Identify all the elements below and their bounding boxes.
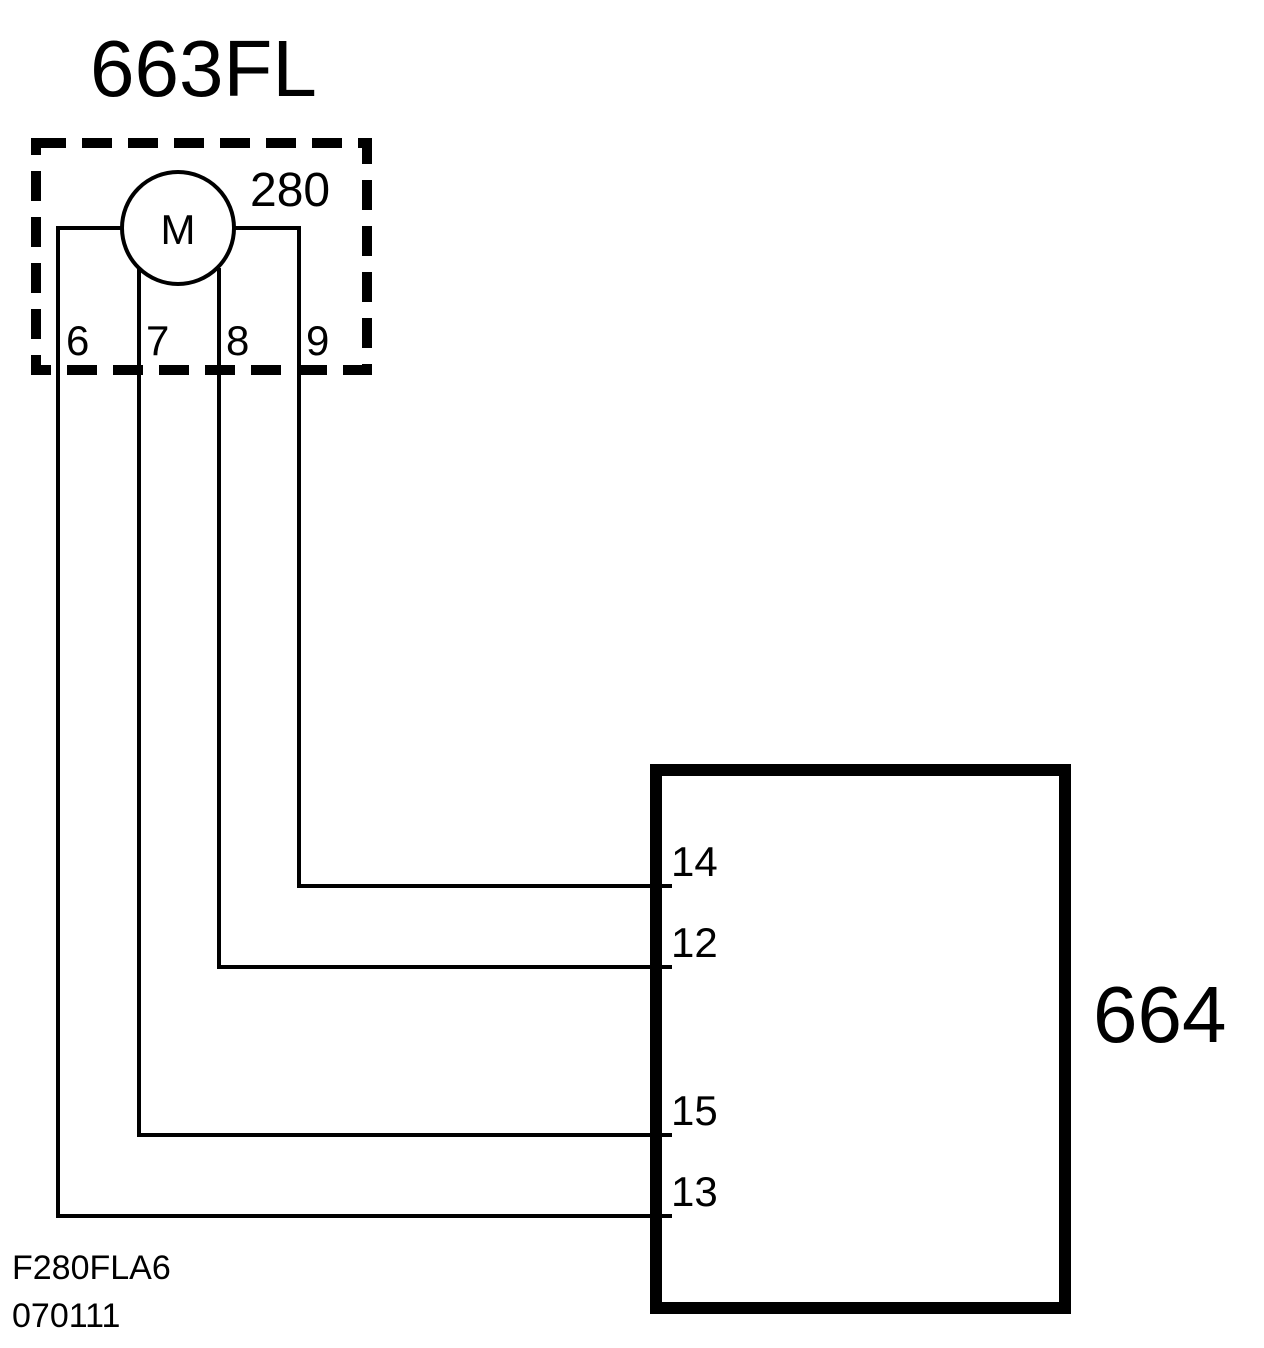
pin-label-12: 12 — [671, 919, 718, 966]
pin-label-7: 7 — [146, 317, 169, 364]
motor-label: M — [161, 206, 196, 253]
pin-label-8: 8 — [226, 317, 249, 364]
wire-9-to-14 — [234, 226, 672, 888]
component-664-box — [650, 764, 1071, 1314]
diagram-code: F280FLA6 — [12, 1249, 171, 1287]
pin-label-13: 13 — [671, 1168, 718, 1215]
connector-663fl-title: 663FL — [90, 24, 317, 113]
motor-symbol: M — [120, 170, 236, 286]
component-664-title: 664 — [1093, 970, 1226, 1059]
pin-label-6: 6 — [66, 317, 89, 364]
connector-ref-label: 280 — [250, 164, 330, 217]
connector-663fl-box — [31, 138, 372, 375]
diagram-date: 070111 — [12, 1297, 120, 1335]
pin-label-15: 15 — [671, 1087, 718, 1134]
wire-8-to-12 — [217, 268, 672, 969]
wire-7-to-15 — [137, 268, 672, 1137]
pin-label-14: 14 — [671, 838, 718, 885]
wire-6-to-13 — [56, 226, 672, 1218]
pin-label-9: 9 — [306, 317, 329, 364]
